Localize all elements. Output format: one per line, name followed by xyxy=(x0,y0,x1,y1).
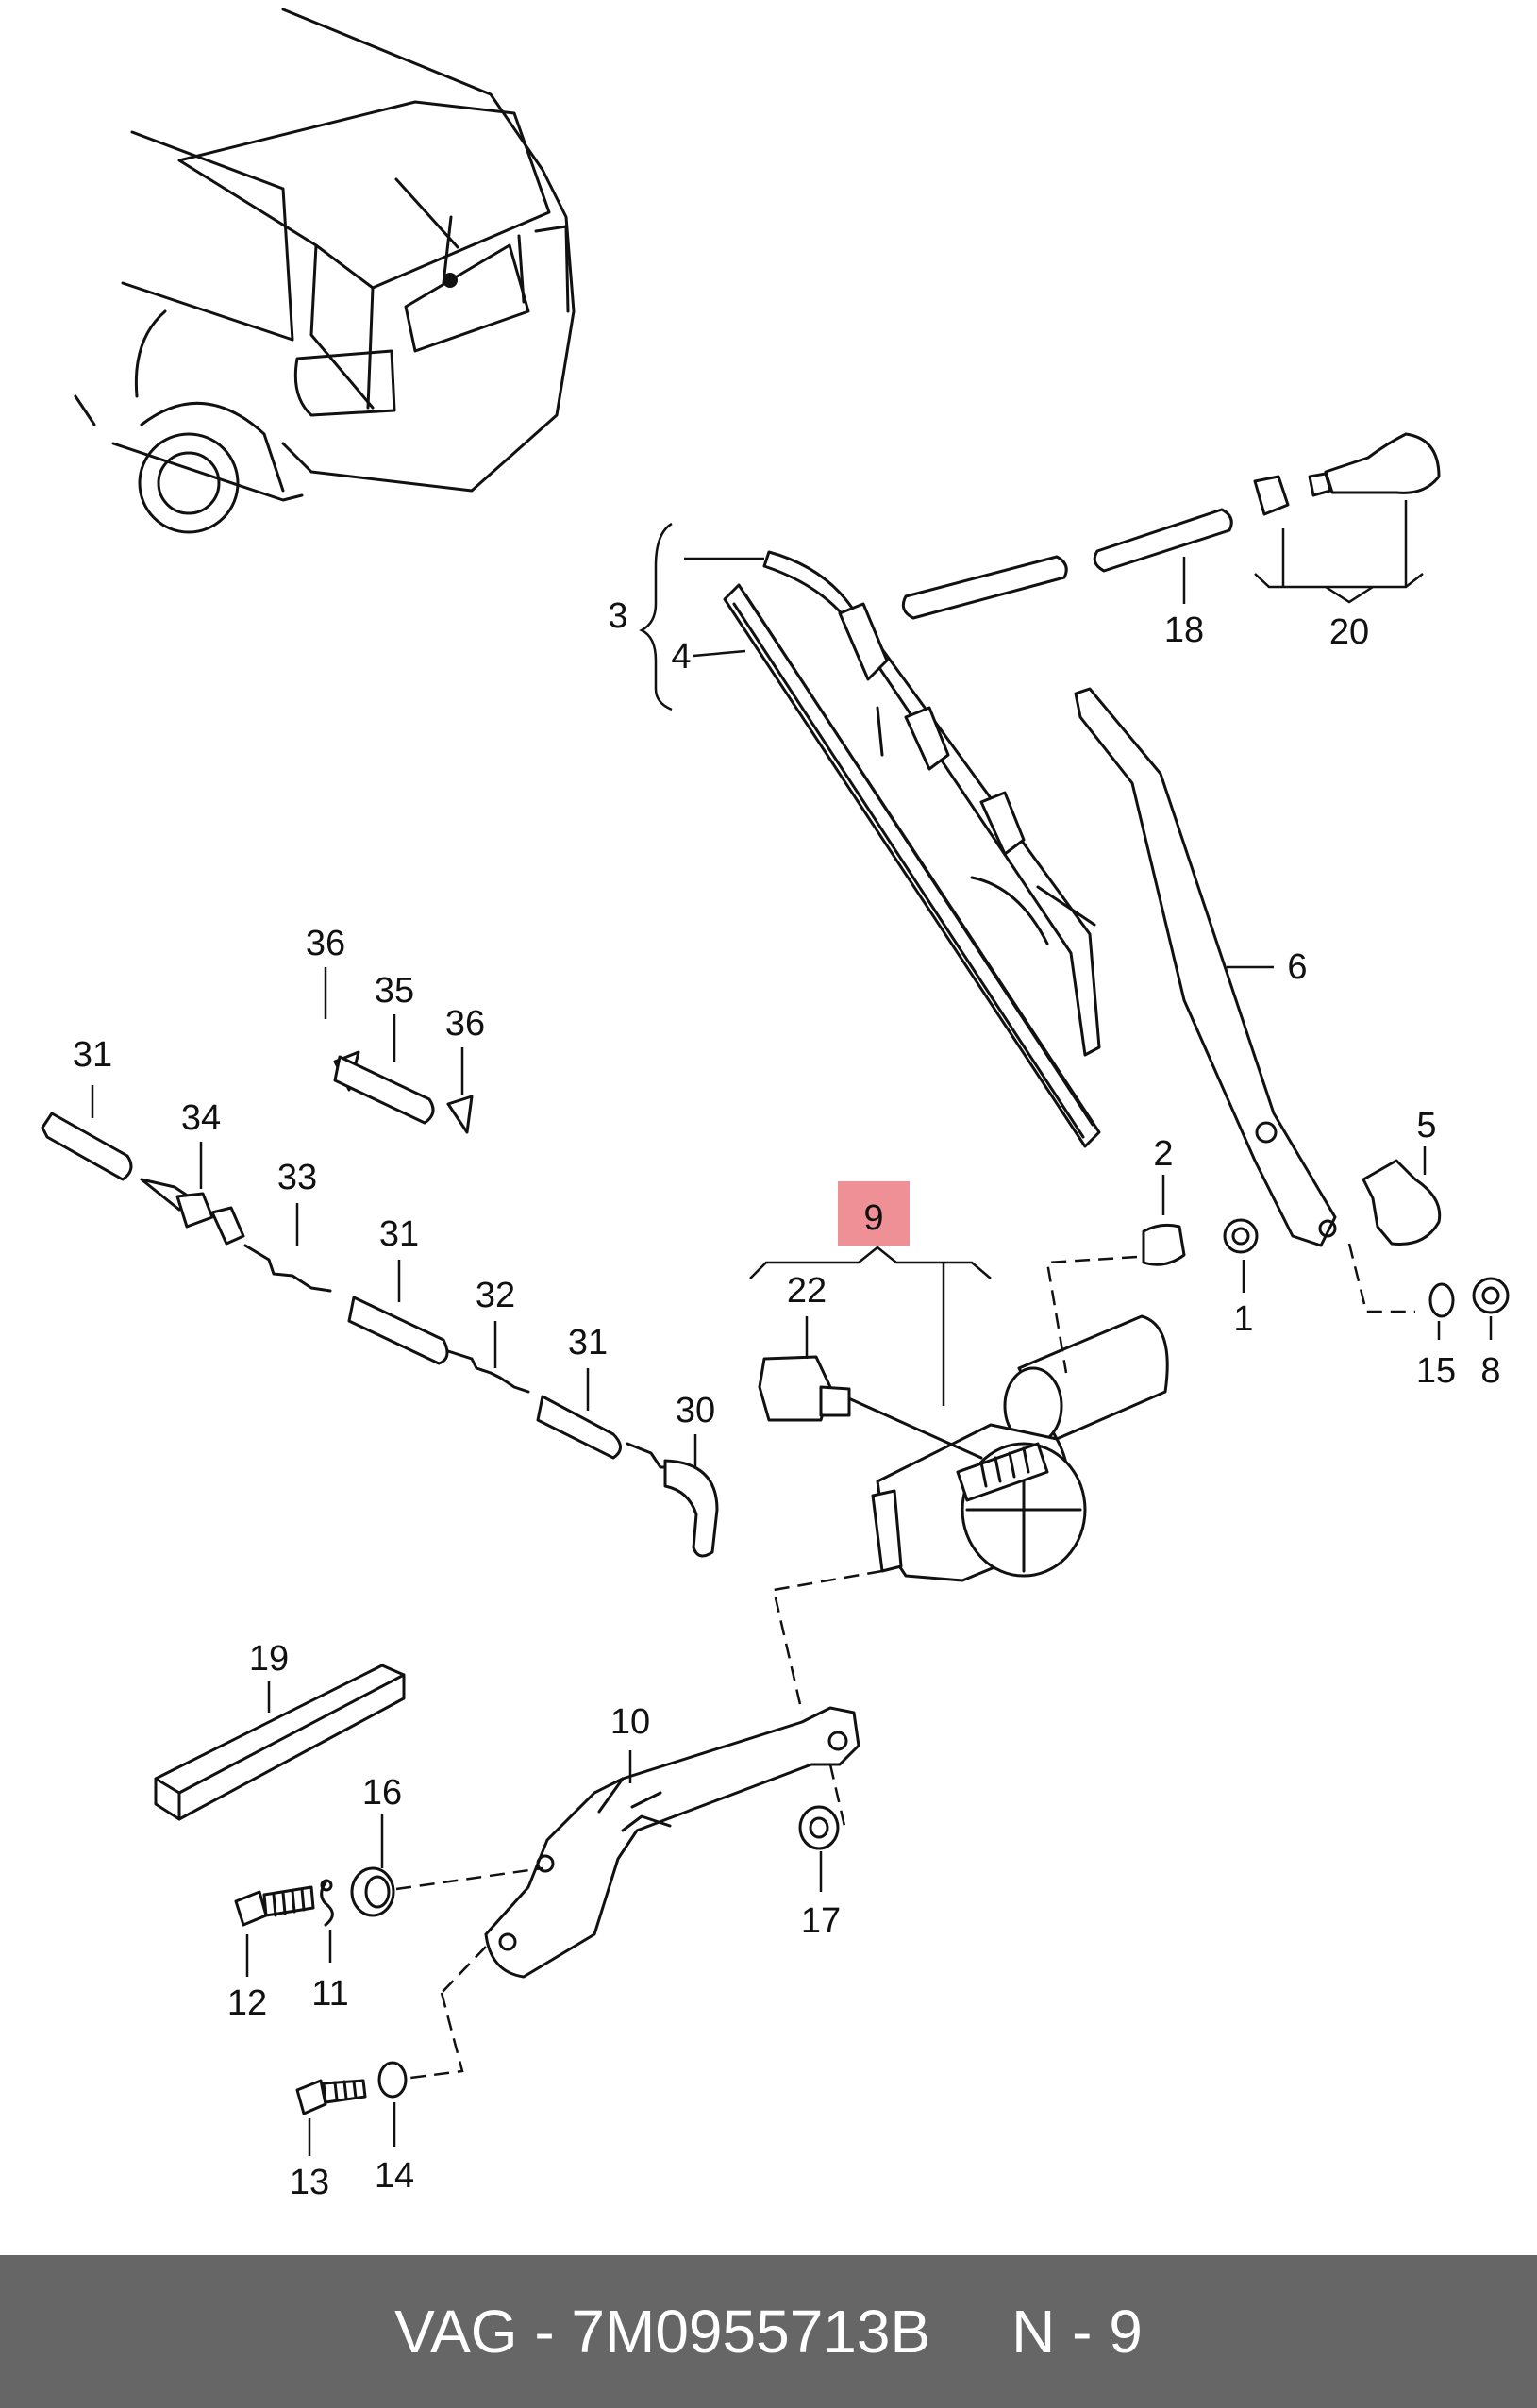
callout-label: 2 xyxy=(1153,1134,1173,1174)
wiper-arm xyxy=(1074,687,1337,1247)
callout-label: 34 xyxy=(181,1098,221,1138)
vehicle-rear-sketch xyxy=(74,8,576,534)
part-number-footer: VAG - 7M0955713B N - 9 xyxy=(0,2255,1537,2408)
callout-label: 9 xyxy=(863,1198,883,1238)
callout-label: 3 xyxy=(608,596,627,636)
callout-label: 36 xyxy=(445,1004,485,1044)
mounting-bracket xyxy=(484,1706,860,1979)
callout-label: 22 xyxy=(787,1271,827,1311)
dashed-assembly-lines xyxy=(395,1243,1415,2080)
callout-label: 18 xyxy=(1164,610,1204,650)
callout-label: 5 xyxy=(1416,1106,1436,1145)
fasteners-lower xyxy=(234,1805,840,2115)
fasteners-upper-right xyxy=(1142,1218,1510,1318)
callout-label: 31 xyxy=(568,1323,608,1363)
callout-label: 19 xyxy=(249,1639,289,1679)
callout-label: 32 xyxy=(476,1276,515,1315)
callout-label: 15 xyxy=(1416,1351,1456,1391)
parts-diagram: 1 2 3 4 5 6 8 9 10 11 12 13 14 15 16 17 … xyxy=(41,8,1510,2202)
position-ref-text: N - 9 xyxy=(1011,2298,1143,2366)
callout-label: 30 xyxy=(676,1391,715,1430)
callout-label: 12 xyxy=(227,1983,267,2023)
callout-label: 35 xyxy=(375,971,414,1011)
washer-hose-chain xyxy=(41,1050,719,1558)
callout-label: 16 xyxy=(362,1773,402,1813)
callout-label: 17 xyxy=(801,1901,841,1941)
callout-label: 14 xyxy=(375,2156,414,2196)
part-number-text: VAG - 7M0955713B xyxy=(394,2298,931,2366)
callout-label: 20 xyxy=(1329,612,1369,652)
callout-label: 31 xyxy=(73,1035,112,1075)
cover-cap xyxy=(1362,1159,1442,1246)
callout-label: 8 xyxy=(1480,1351,1500,1391)
callout-9-highlight xyxy=(838,1181,910,1246)
hose-pieces xyxy=(901,508,1233,620)
callout-labels: 1 2 3 4 5 6 8 9 10 11 12 13 14 15 16 17 … xyxy=(73,596,1501,2202)
callout-label: 31 xyxy=(379,1214,419,1254)
callout-label: 4 xyxy=(671,637,691,677)
callout-label: 36 xyxy=(306,924,345,963)
washer-jet xyxy=(1253,432,1441,516)
foam-strip xyxy=(154,1664,406,1821)
wiper-motor xyxy=(758,1314,1169,1582)
callout-label: 33 xyxy=(277,1158,317,1197)
callout-label: 1 xyxy=(1233,1299,1253,1339)
callout-label: 11 xyxy=(311,1974,348,2014)
wiper-blade-assembly xyxy=(723,550,1101,1148)
callout-label: 10 xyxy=(610,1702,650,1742)
leader-lines xyxy=(91,500,1493,2156)
callout-label: 6 xyxy=(1287,947,1307,987)
callout-label: 13 xyxy=(290,2163,329,2202)
